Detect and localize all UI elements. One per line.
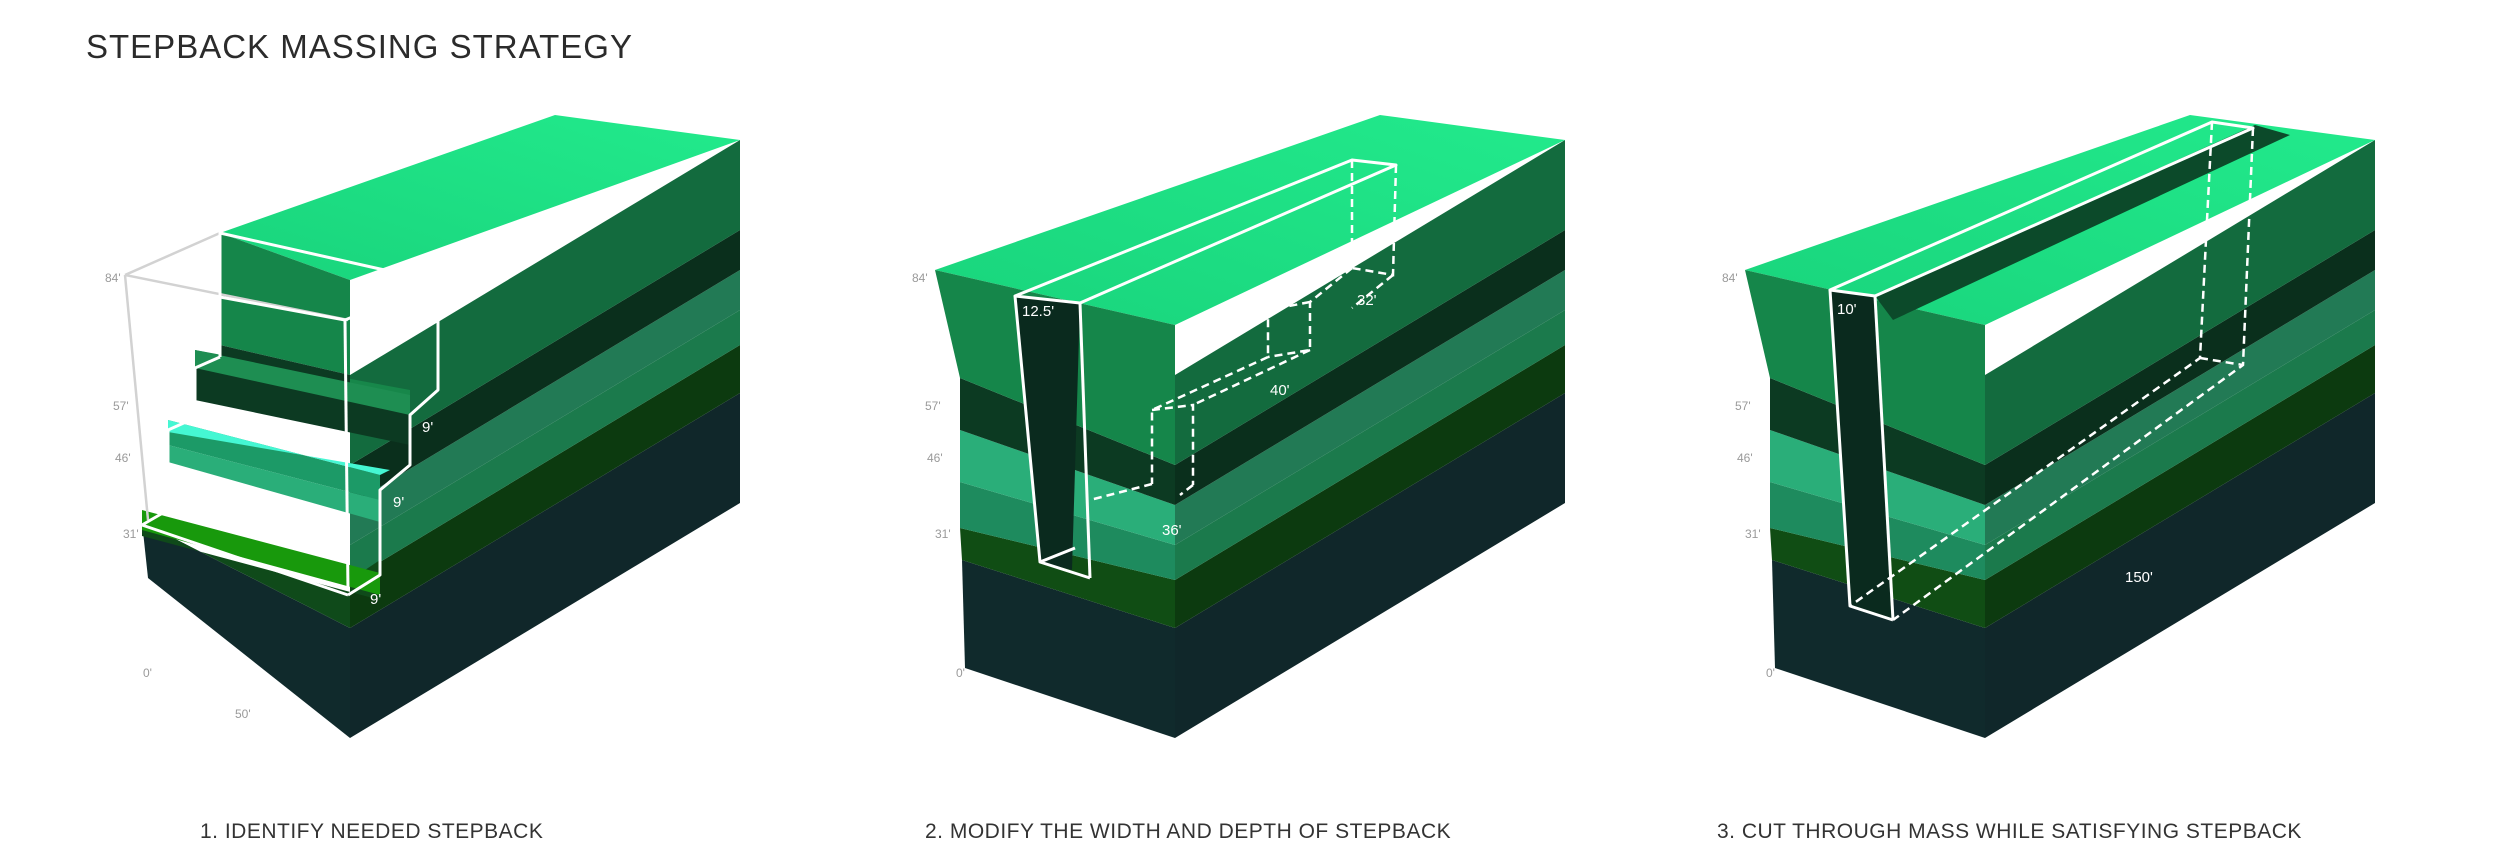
height-tick: 0': [143, 666, 152, 680]
massing-long-side: [1175, 140, 1565, 738]
cut-through-outline: [1828, 120, 2255, 622]
height-tick: 84': [912, 271, 928, 285]
massing-roof: [935, 115, 1565, 325]
stepback-dim-label: 9': [422, 419, 433, 436]
stepback-cut-outline: [1013, 158, 1398, 580]
stepback-dim-label: 9': [370, 591, 381, 608]
panel-3: 10' 150' 84' 57' 46' 31' 0': [1722, 115, 2375, 738]
cut-dim-label: 10': [1837, 301, 1857, 318]
height-tick: 0': [1766, 666, 1775, 680]
panel-2-caption: 2. MODIFY THE WIDTH AND DEPTH OF STEPBAC…: [925, 820, 1451, 843]
massing-stepped-front: [142, 233, 410, 738]
height-tick: 57': [1735, 399, 1751, 413]
panel-1-caption: 1. IDENTIFY NEEDED STEPBACK: [200, 820, 543, 843]
height-tick: 46': [927, 451, 943, 465]
height-tick: 57': [925, 399, 941, 413]
massing-long-side: [350, 140, 740, 738]
height-tick: 84': [105, 271, 121, 285]
stepback-dim-label: 9': [393, 494, 404, 511]
massing-front: [1745, 125, 2290, 738]
height-tick: 84': [1722, 271, 1738, 285]
massing-roof: [220, 115, 740, 280]
panel-3-caption: 3. CUT THROUGH MASS WHILE SATISFYING STE…: [1717, 820, 2302, 843]
stepback-dim-label: 12.5': [1022, 303, 1054, 320]
massing-long-side: [1985, 140, 2375, 738]
height-tick: 46': [1737, 451, 1753, 465]
massing-front: [935, 270, 1175, 738]
page-title: STEPBACK MASSING STRATEGY: [86, 28, 633, 65]
stepback-dim-label: 40': [1270, 382, 1290, 399]
height-tick: 31': [935, 527, 951, 541]
height-tick: 31': [1745, 527, 1761, 541]
height-tick: 46': [115, 451, 131, 465]
width-tick: 50': [235, 707, 251, 721]
height-tick: 31': [123, 527, 139, 541]
panel-2: 12.5' 32' 40' 36' 84' 57' 46' 31' 0': [912, 115, 1565, 738]
height-tick: 0': [956, 666, 965, 680]
length-dim-label: 150': [2125, 569, 2153, 586]
stepback-dim-label: 32': [1357, 292, 1377, 309]
stepback-dim-label: 36': [1162, 522, 1182, 539]
panel-1: 9' 9' 9' 84' 57' 46' 31' 0' 50': [105, 115, 740, 738]
height-tick: 57': [113, 399, 129, 413]
